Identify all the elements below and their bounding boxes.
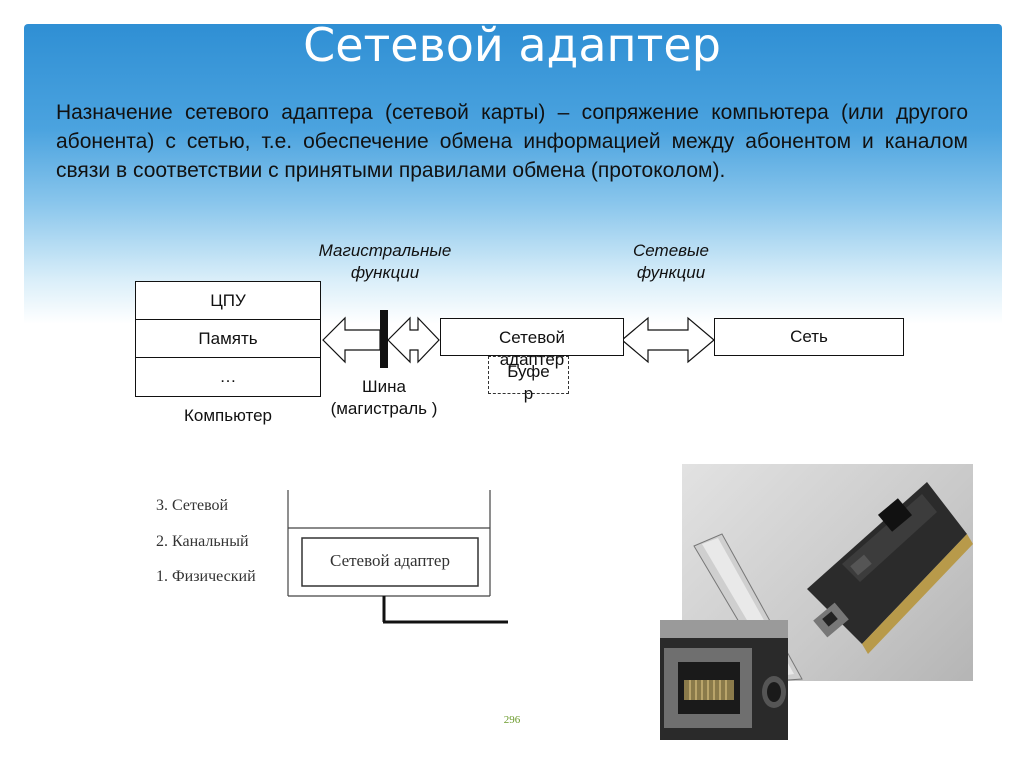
network-adapter-text: Сетевой адаптер xyxy=(498,328,565,369)
rj45-port-illustration xyxy=(660,620,788,740)
computer-cell-memory: Память xyxy=(135,319,321,358)
computer-label: Компьютер xyxy=(184,406,272,425)
slide-title: Сетевой адаптер xyxy=(303,18,721,72)
rj45-port-photo xyxy=(660,620,788,740)
network-box: Сеть xyxy=(714,318,904,356)
network-functions-label: Сетевые функции xyxy=(633,241,709,282)
computer-cell-etc-text: … xyxy=(219,367,237,386)
network-adapter-box: Сетевой адаптер xyxy=(440,318,624,369)
level-3-label: 3. Сетевой xyxy=(156,497,229,514)
bus-label: Шина (магистраль ) xyxy=(330,377,438,418)
bus-bar xyxy=(380,310,388,368)
network-arrow xyxy=(621,316,715,364)
buffer-box: Буфе р xyxy=(488,356,569,403)
header-background xyxy=(24,24,1002,324)
computer-cell-memory-text: Память xyxy=(198,328,258,348)
network-text: Сеть xyxy=(790,327,828,346)
level-1-label: 1. Физический xyxy=(156,568,256,585)
level-2-label: 2. Канальный xyxy=(156,533,249,550)
computer-cell-cpu-text: ЦПУ xyxy=(210,290,246,310)
right-bus-arrow xyxy=(387,316,440,364)
computer-cell-cpu: ЦПУ xyxy=(135,281,321,320)
slide-paragraph: Назначение сетевого адаптера (сетевой ка… xyxy=(56,101,968,182)
bus-functions-label: Магистральные функции xyxy=(318,241,452,282)
page-number: 296 xyxy=(503,714,521,726)
buffer-text: Буфе р xyxy=(507,362,550,403)
computer-cell-etc: … xyxy=(135,357,321,397)
left-bus-arrow xyxy=(322,316,381,364)
osi-levels-diagram xyxy=(287,490,508,624)
osi-adapter-label: Сетевой адаптер xyxy=(330,551,450,570)
